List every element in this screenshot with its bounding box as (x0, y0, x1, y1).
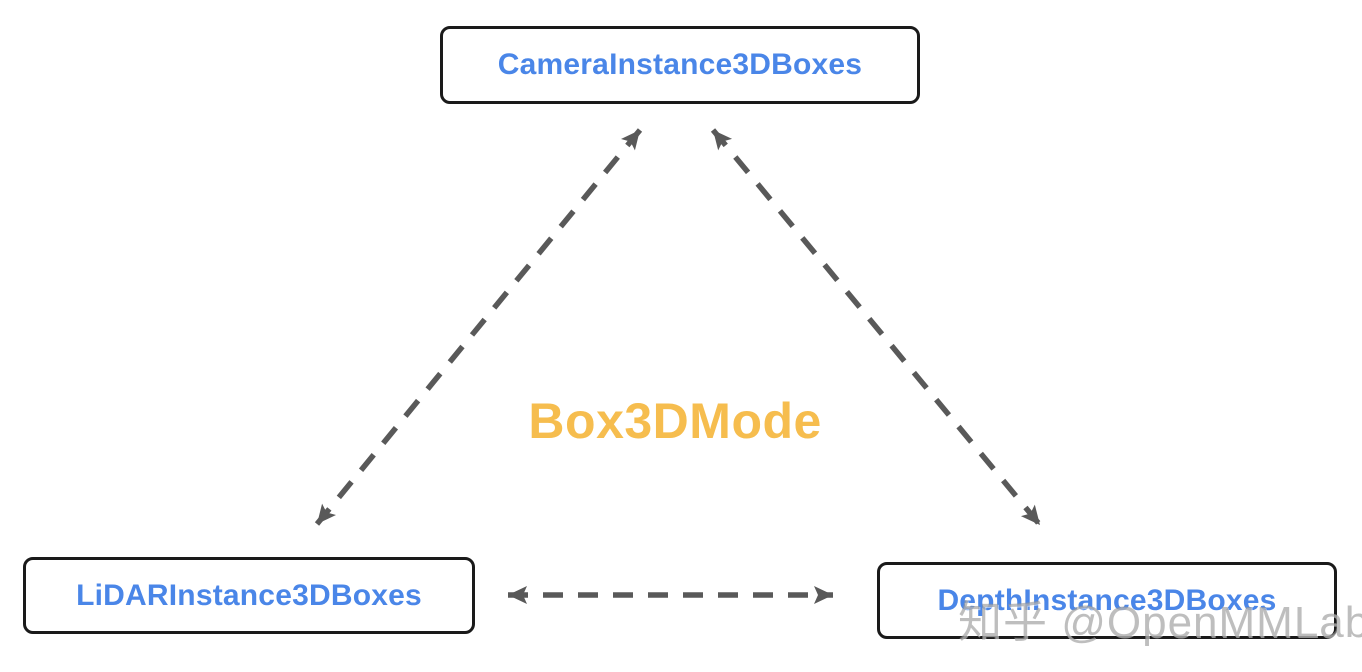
watermark: 知乎 @OpenMMLab (958, 598, 1362, 647)
edge-lidar-camera (314, 128, 643, 526)
node-label-camera: CameraInstance3DBoxes (497, 48, 863, 81)
node-depth-instance-3d-boxes: DepthInstance3DBoxes (877, 562, 1337, 639)
node-lidar-instance-3d-boxes: LiDARInstance3DBoxes (23, 557, 475, 634)
node-label-lidar: LiDARInstance3DBoxes (76, 578, 422, 612)
node-camera-instance-3d-boxes: CameraInstance3DBoxes (440, 26, 920, 104)
diagram-title: Box3DMode (528, 393, 822, 449)
node-label-depth: DepthInstance3DBoxes (937, 583, 1277, 617)
edge-camera-depth (710, 128, 1043, 527)
